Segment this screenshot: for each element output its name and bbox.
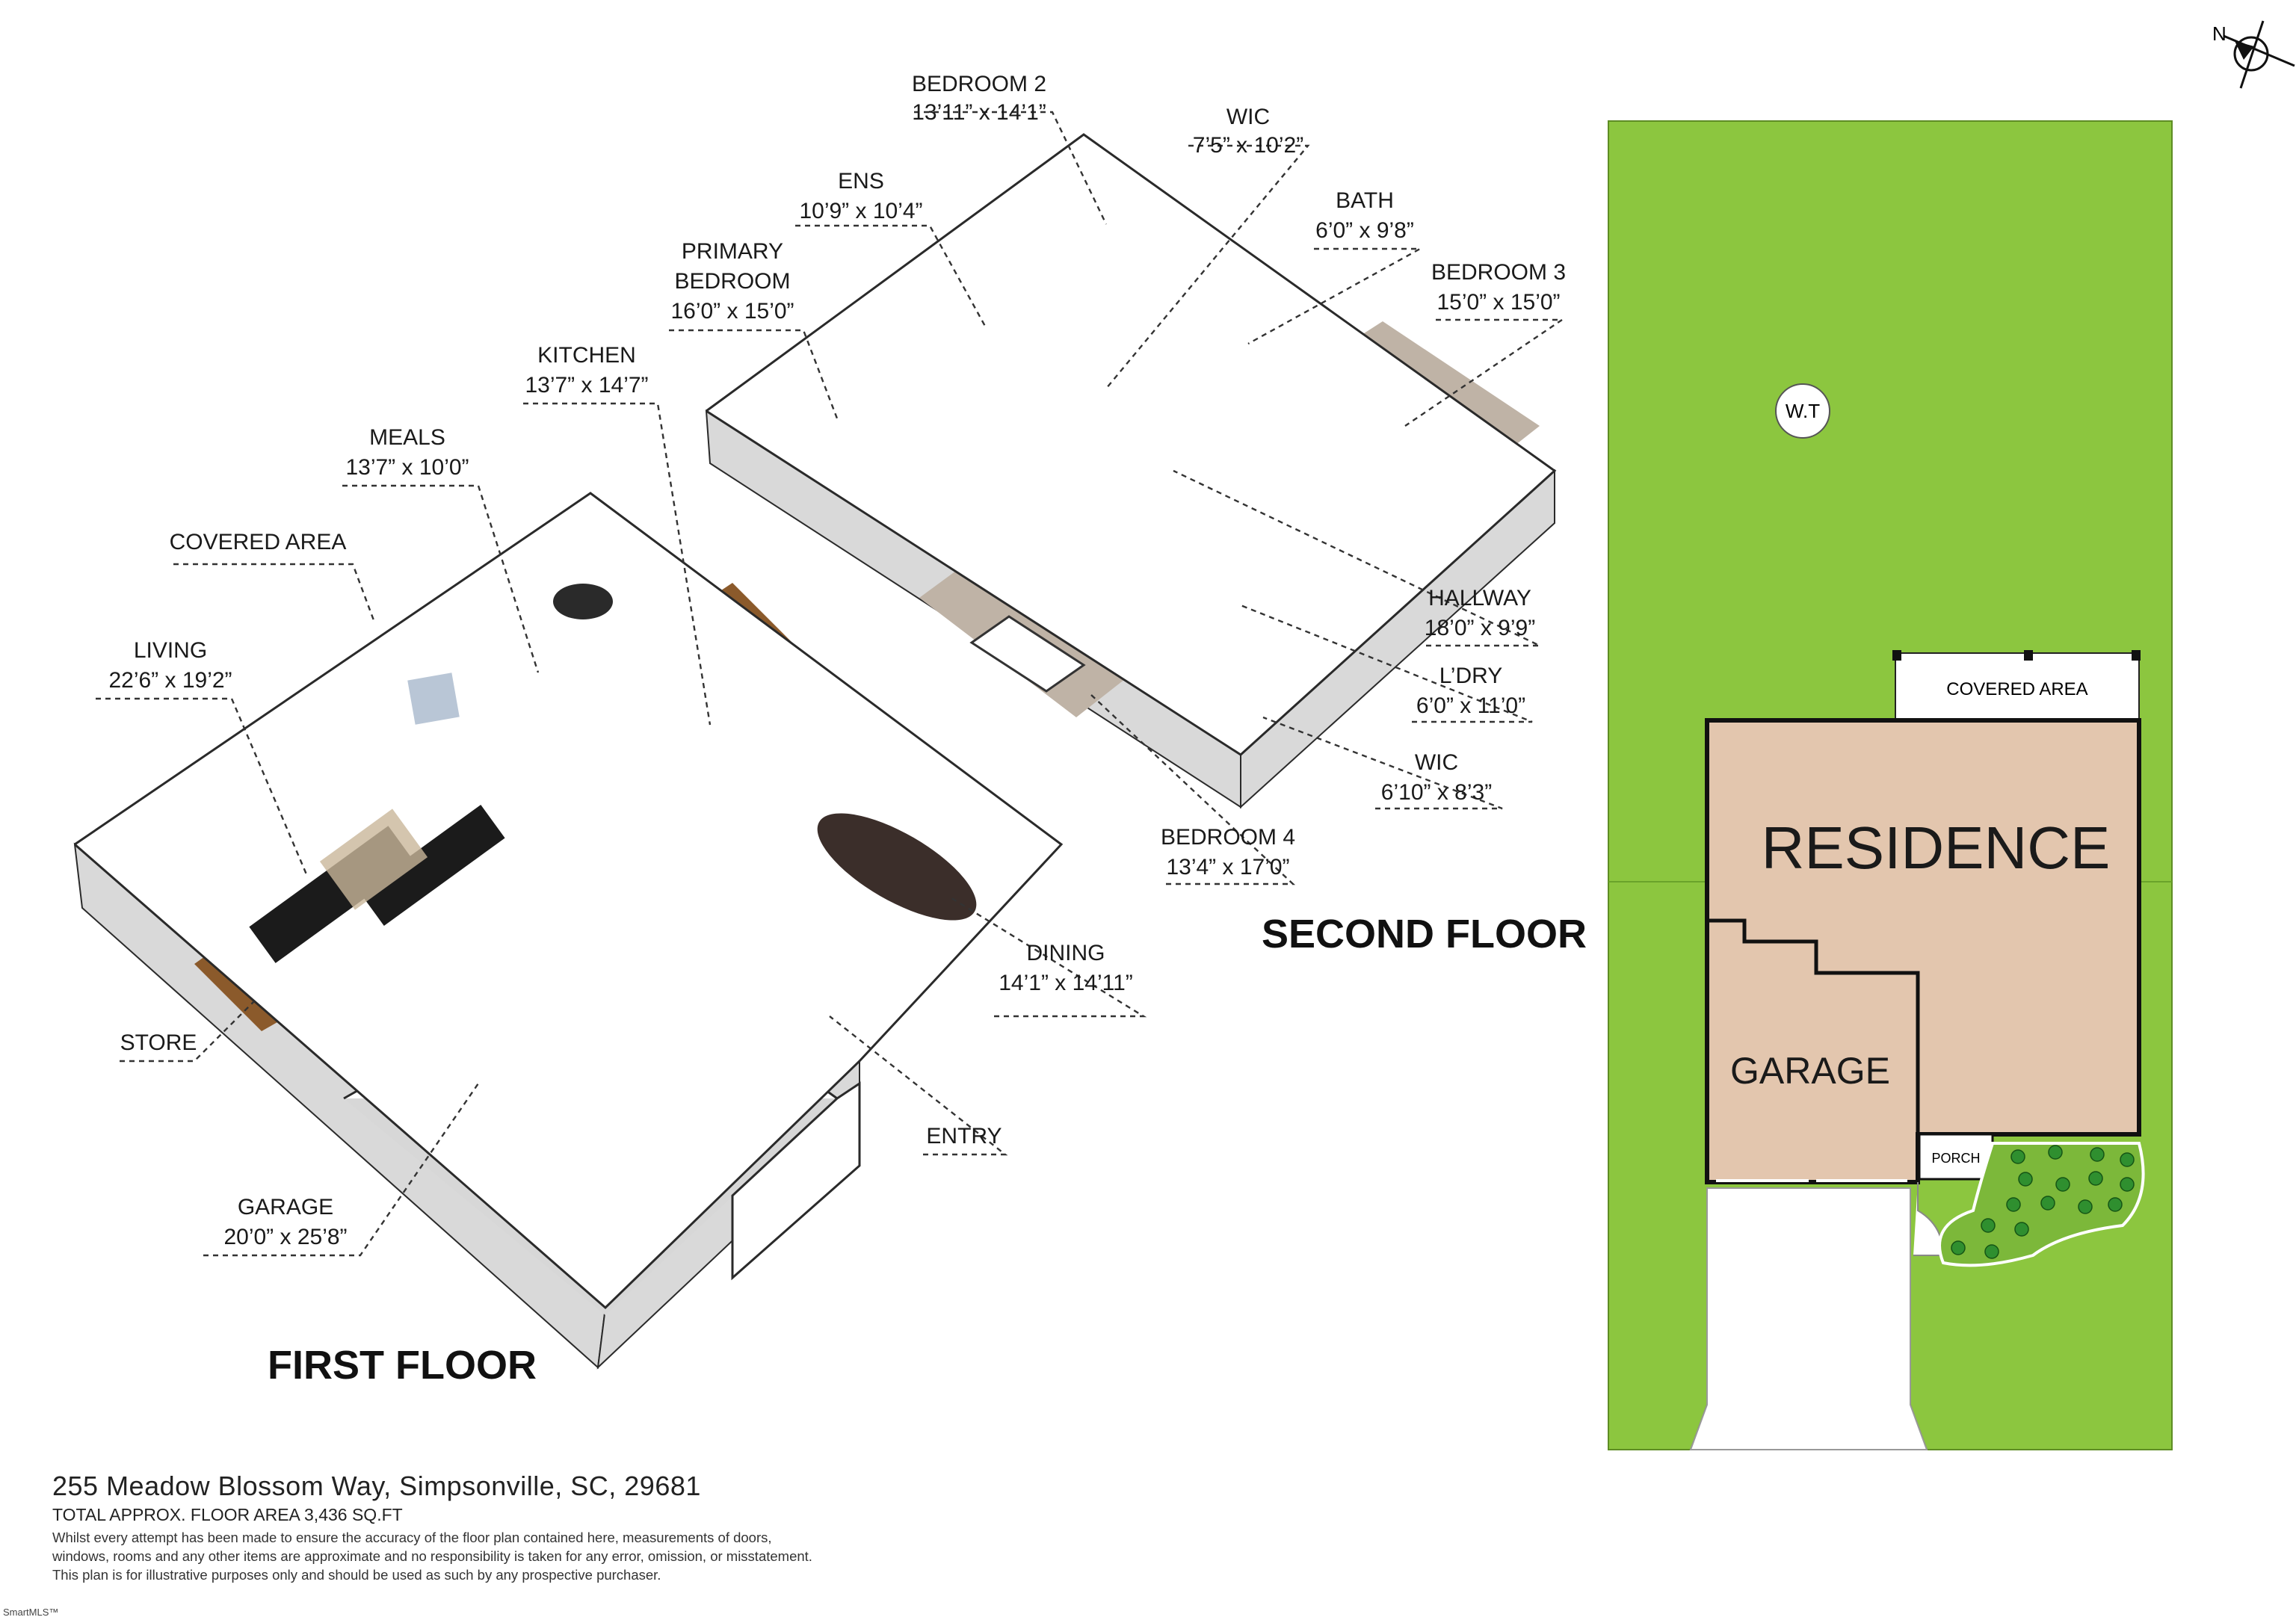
label-kitchen-name: KITCHEN — [537, 343, 636, 368]
label-bedroom-2-name: BEDROOM 2 — [912, 72, 1046, 96]
label-living-dims: 22’6” x 19’2” — [108, 668, 232, 693]
post — [1892, 650, 1901, 661]
site-covered-area-label: COVERED AREA — [1946, 679, 2087, 699]
disclaimer-line-1: Whilst every attempt has been made to en… — [52, 1530, 772, 1545]
label-entry-name: ENTRY — [926, 1124, 1002, 1149]
site-covered-area — [1895, 652, 2140, 723]
label-wic-lower-dims: 6’10” x 8’3” — [1381, 780, 1492, 805]
room-leader-lines — [96, 111, 1565, 1257]
driveway — [1689, 1187, 1928, 1450]
label-bedroom-4-dims: 13’4” x 17’0” — [1166, 855, 1289, 879]
label-ens-name: ENS — [838, 169, 884, 194]
label-primary-bedroom-name-2: BEDROOM — [674, 269, 790, 294]
label-bath-name: BATH — [1336, 188, 1394, 213]
label-kitchen-dims: 13’7” x 14’7” — [525, 373, 648, 398]
bed-icon — [969, 615, 1086, 693]
label-covered-area-name: COVERED AREA — [170, 530, 347, 554]
plan-footer: 255 Meadow Blossom Way, Simpsonville, SC… — [52, 1471, 1099, 1584]
first-floor-plan — [73, 492, 1064, 1370]
label-wic-upper-name: WIC — [1226, 105, 1270, 129]
first-floor-labels: COVERED AREA MEALS 13’7” x 10’0” KITCHEN… — [108, 343, 1132, 1388]
second-floor-labels: BEDROOM 2 13’11” x 14’1” WIC 7’5” x 10’2… — [670, 72, 1587, 956]
label-bedroom-3-dims: 15’0” x 15’0” — [1436, 290, 1560, 315]
shrub-icons — [1951, 1145, 2135, 1259]
second-floor-plan — [705, 133, 1557, 809]
first-floor-title: FIRST FLOOR — [268, 1343, 537, 1388]
label-meals-name: MEALS — [369, 425, 445, 450]
property-address: 255 Meadow Blossom Way, Simpsonville, SC… — [52, 1471, 701, 1501]
water-tank-icon — [1775, 383, 1830, 439]
label-garage-name: GARAGE — [238, 1195, 333, 1219]
label-bedroom-4-name: BEDROOM 4 — [1161, 825, 1295, 850]
label-dining-name: DINING — [1027, 941, 1105, 965]
disclaimer-line-2: windows, rooms and any other items are a… — [52, 1548, 812, 1564]
north-label: N — [2212, 22, 2226, 45]
label-bath-dims: 6’0” x 9’8” — [1315, 218, 1414, 243]
site-plan: COVERED AREA RESIDENCE GARAGE PORCH W.T — [1608, 20, 2295, 1450]
site-garage-outline — [1707, 918, 1920, 1182]
label-hallway-dims: 18’0” x 9’9” — [1425, 616, 1535, 640]
site-residence — [1705, 718, 2141, 1184]
label-living-name: LIVING — [134, 638, 207, 663]
label-primary-bedroom-name: PRIMARY — [682, 239, 783, 264]
armchair-icon — [407, 673, 460, 725]
label-wic-lower-name: WIC — [1415, 750, 1458, 775]
garage-side-wall — [731, 1081, 861, 1281]
label-garage-dims: 20’0” x 25’8” — [223, 1225, 347, 1249]
label-ens-dims: 10’9” x 10’4” — [799, 199, 922, 223]
second-floor-title: SECOND FLOOR — [1262, 912, 1587, 956]
label-bedroom-2-dims: 13’11” x 14’1” — [912, 100, 1046, 125]
label-dining-dims: 14’1” x 14’11” — [999, 971, 1133, 995]
site-porch-label: PORCH — [1931, 1151, 1980, 1166]
site-residence-label: RESIDENCE — [1762, 814, 2111, 881]
water-tank-label: W.T — [1786, 400, 1820, 422]
post — [2024, 650, 2033, 661]
mls-watermark: SmartMLS™ — [3, 1607, 59, 1618]
disclaimer: Whilst every attempt has been made to en… — [52, 1528, 1099, 1584]
label-wic-upper-dims: 7’5” x 10’2” — [1193, 133, 1303, 158]
sofa-icon — [359, 804, 505, 927]
total-floor-area: TOTAL APPROX. FLOOR AREA 3,436 SQ.FT — [52, 1505, 403, 1524]
post — [2132, 650, 2141, 661]
label-laundry-dims: 6’0” x 11’0” — [1416, 693, 1525, 718]
north-arrow-icon: N — [2212, 20, 2295, 89]
meals-table-icon — [553, 584, 613, 619]
dining-table-icon — [817, 813, 977, 921]
label-laundry-name: L’DRY — [1439, 664, 1503, 688]
site-garage-label: GARAGE — [1730, 1050, 1890, 1092]
first-floor-outline — [74, 492, 1064, 1310]
label-primary-bedroom-dims: 16’0” x 15’0” — [670, 299, 794, 324]
coffee-table-icon — [319, 809, 428, 910]
label-hallway-name: HALLWAY — [1428, 586, 1531, 610]
second-floor-outline — [706, 133, 1557, 756]
label-bedroom-3-name: BEDROOM 3 — [1431, 260, 1566, 285]
disclaimer-line-3: This plan is for illustrative purposes o… — [52, 1567, 661, 1583]
label-store-name: STORE — [120, 1030, 197, 1055]
label-meals-dims: 13’7” x 10’0” — [345, 455, 469, 480]
